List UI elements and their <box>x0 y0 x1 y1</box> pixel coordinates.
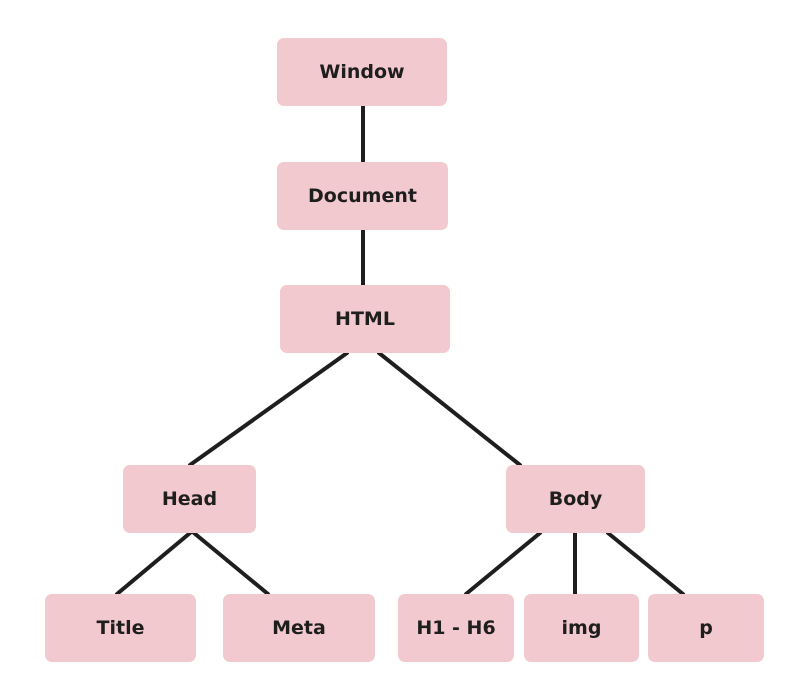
node-p: p <box>648 594 764 662</box>
node-title: Title <box>45 594 196 662</box>
node-html: HTML <box>280 285 450 353</box>
node-body: Body <box>506 465 645 533</box>
node-head: Head <box>123 465 256 533</box>
node-head-label: Head <box>161 488 218 510</box>
edge-head-meta <box>192 531 270 596</box>
node-title-label: Title <box>96 617 145 639</box>
node-html-label: HTML <box>335 308 395 330</box>
node-img: img <box>524 594 639 662</box>
node-meta-label: Meta <box>272 617 326 639</box>
node-window-label: Window <box>319 61 405 83</box>
node-document: Document <box>277 162 448 230</box>
node-h1-h6: H1 - H6 <box>398 594 514 662</box>
edge-body-h1h6 <box>464 531 542 596</box>
node-p-label: p <box>699 617 713 639</box>
node-meta: Meta <box>223 594 375 662</box>
node-window: Window <box>277 38 447 106</box>
node-body-label: Body <box>548 488 603 510</box>
edge-html-body <box>377 351 522 467</box>
edge-html-head <box>188 351 349 467</box>
node-h1-h6-label: H1 - H6 <box>416 617 496 639</box>
node-img-label: img <box>561 617 602 639</box>
node-document-label: Document <box>308 185 417 207</box>
edge-head-title <box>115 531 192 596</box>
edge-body-p <box>606 531 685 596</box>
